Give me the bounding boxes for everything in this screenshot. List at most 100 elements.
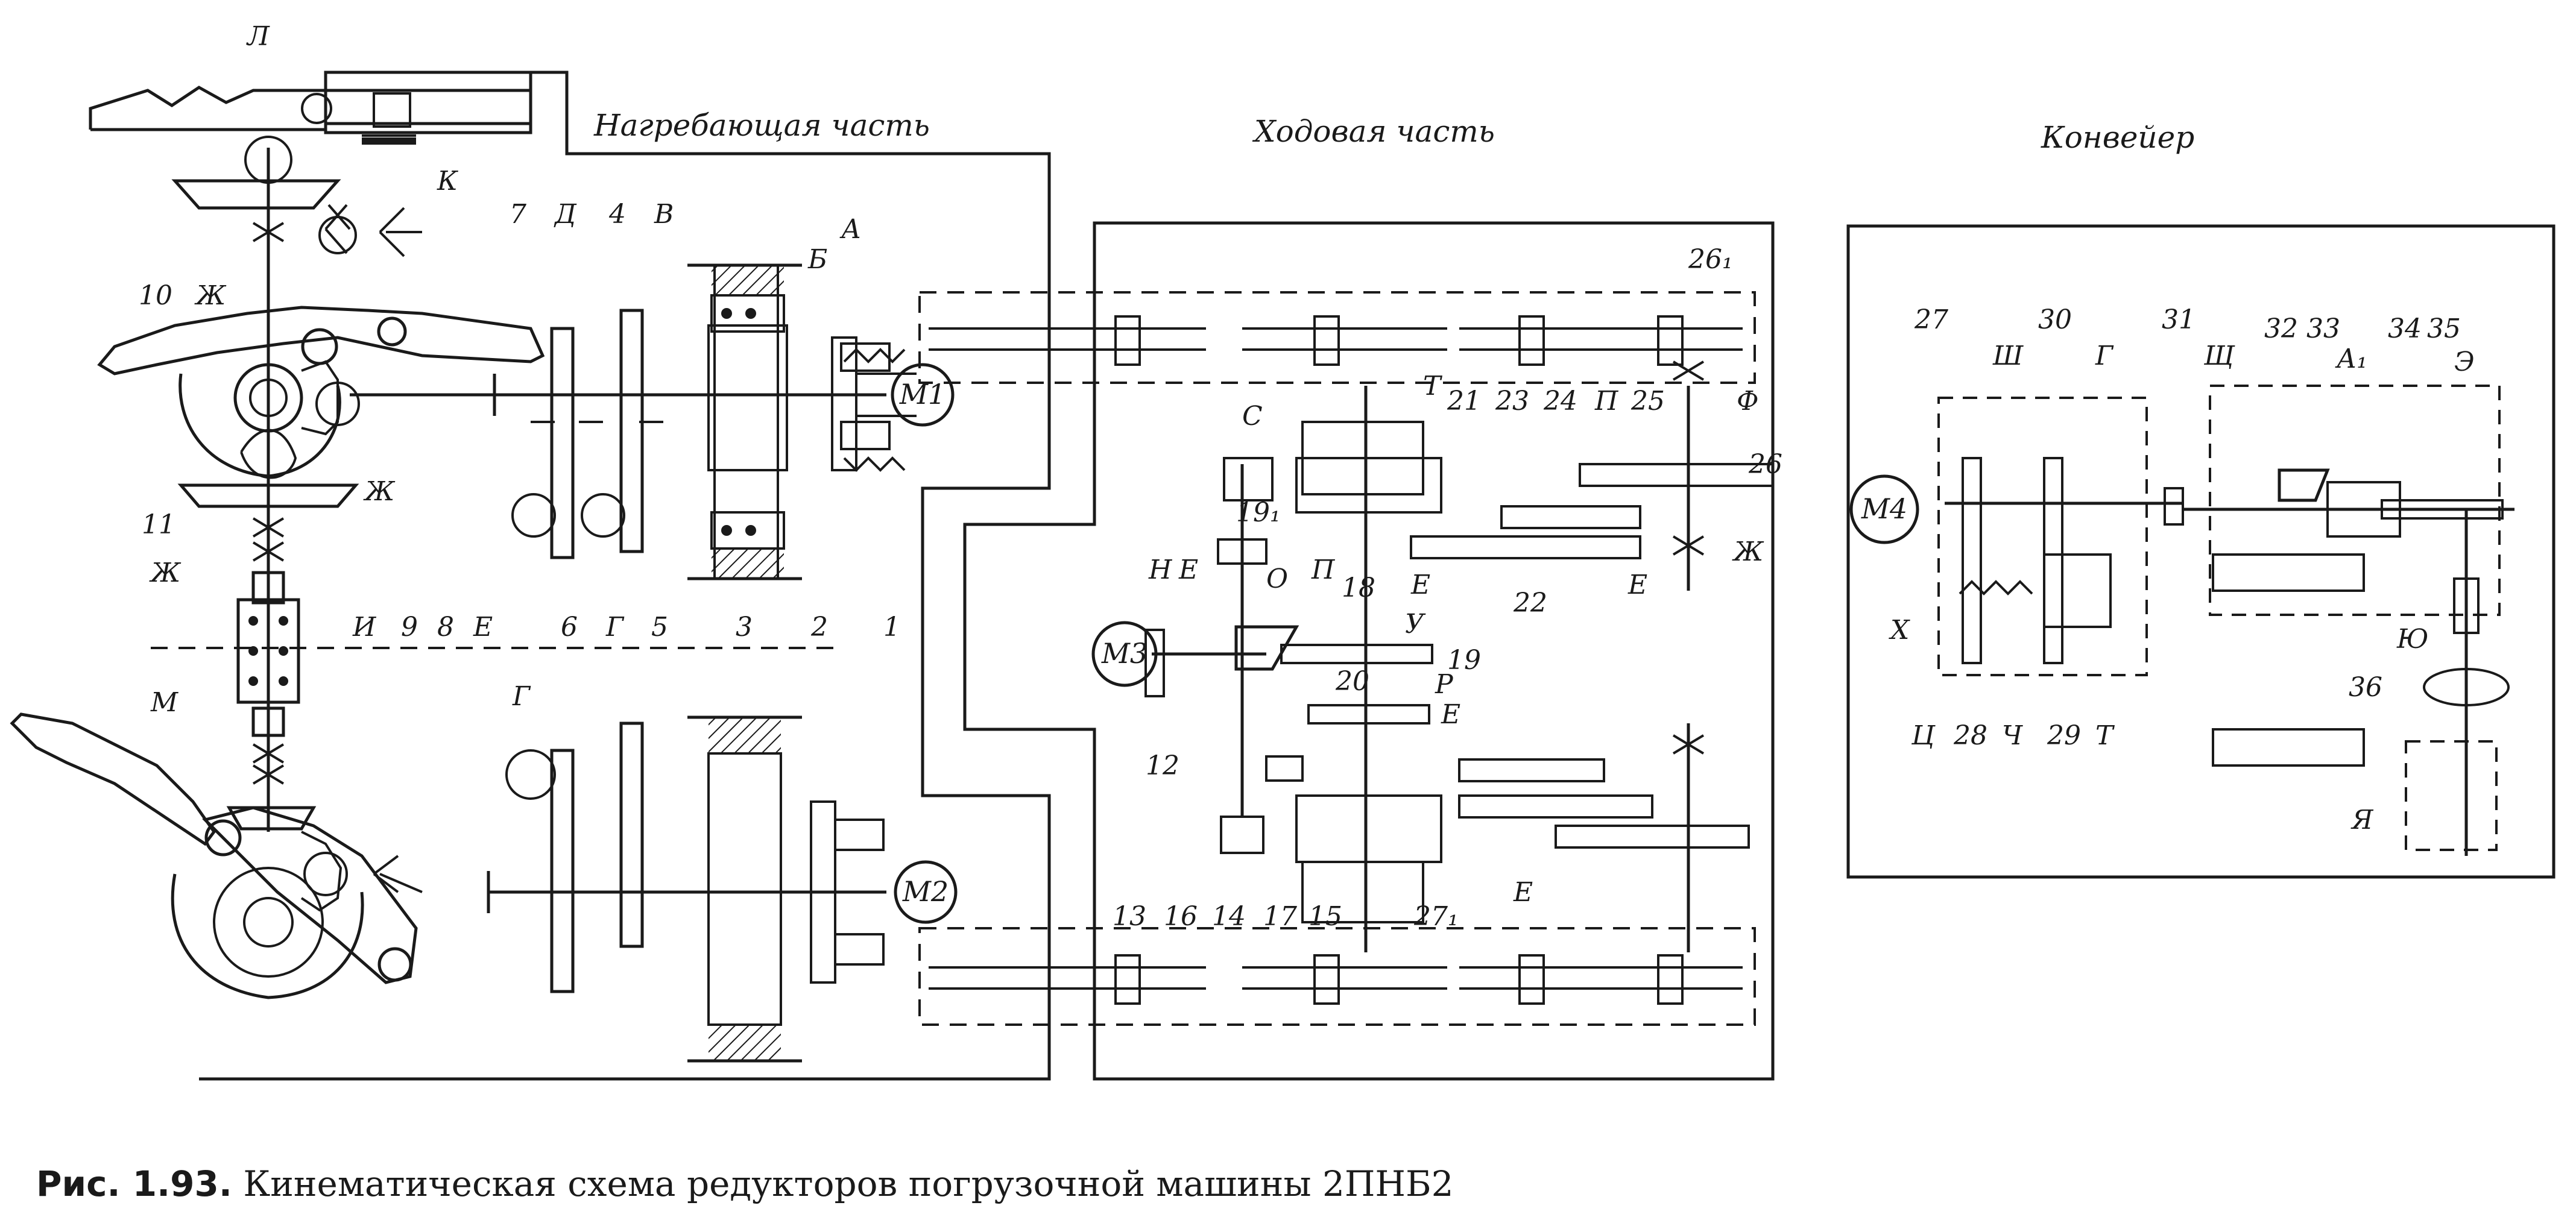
label-Zh-3: Ж xyxy=(149,558,182,588)
label-Zh-1: Ж xyxy=(194,280,227,311)
figure-caption-text: Кинематическая схема редукторов погрузоч… xyxy=(243,1163,1454,1204)
label-16: 16 xyxy=(1164,901,1198,932)
label-Sh: Ш xyxy=(1992,341,2024,371)
label-36: 36 xyxy=(2349,672,2382,703)
label-11: 11 xyxy=(142,509,175,540)
label-T-1: Т xyxy=(1423,371,1443,401)
label-Zh-4: Ж xyxy=(1732,536,1764,567)
travel-gearbox xyxy=(1091,360,1774,952)
label-33: 33 xyxy=(2306,313,2340,344)
label-U: У xyxy=(1405,609,1426,640)
label-S: С xyxy=(1242,401,1263,432)
label-E-2: Е xyxy=(1178,555,1198,585)
label-G-3: Г xyxy=(2095,341,2114,371)
label-Yu: Ю xyxy=(2396,624,2429,655)
loading-part-labels: Л К 10 Ж Ж 11 Ж 7 Д 4 В Б А И 9 8 Е 6 Г … xyxy=(139,21,900,718)
label-H: Н xyxy=(1148,555,1173,585)
label-32: 32 xyxy=(2264,313,2298,344)
label-F: Ф xyxy=(1737,386,1759,417)
label-25: 25 xyxy=(1631,386,1665,417)
label-D: Д xyxy=(554,199,577,230)
label-I: И xyxy=(352,612,377,643)
label-14: 14 xyxy=(1212,901,1246,932)
label-Ya: Я xyxy=(2350,805,2374,835)
label-22: 22 xyxy=(1513,588,1547,618)
label-T-2: Т xyxy=(2095,720,2115,751)
label-B: Б xyxy=(807,244,827,275)
loading-gearbox-top xyxy=(350,263,955,580)
label-E-3: Е xyxy=(1410,570,1430,600)
label-28: 28 xyxy=(1953,720,1987,751)
label-20: 20 xyxy=(1335,666,1369,697)
label-35: 35 xyxy=(2427,313,2461,344)
label-10: 10 xyxy=(139,280,172,311)
label-21: 21 xyxy=(1447,386,1481,417)
label-2: 2 xyxy=(810,612,828,643)
motor-m1-label: М1 xyxy=(899,378,945,410)
travel-section xyxy=(918,221,1775,1081)
label-4: 4 xyxy=(608,199,626,230)
motor-m2-label: М2 xyxy=(902,875,949,908)
label-P-2: П xyxy=(1311,555,1336,585)
label-24: 24 xyxy=(1543,386,1577,417)
travel-part-labels: 26₁ С Т 21 23 24 П 25 Ф 26 19₁ Н Е О П 1… xyxy=(1113,244,1782,932)
label-V: В xyxy=(654,199,674,230)
label-18: 18 xyxy=(1342,573,1375,603)
label-30: 30 xyxy=(2038,304,2072,335)
label-O: О xyxy=(1266,564,1288,594)
label-A: А xyxy=(839,214,861,245)
label-15: 15 xyxy=(1309,901,1342,932)
label-9: 9 xyxy=(401,612,418,643)
label-Ee: Э xyxy=(2454,347,2475,377)
label-X: Х xyxy=(1889,615,1910,646)
motor-m3-label: М3 xyxy=(1101,637,1148,670)
label-E-1: Е xyxy=(473,612,493,643)
label-E-4: Е xyxy=(1627,570,1647,600)
label-29: 29 xyxy=(2047,720,2081,751)
label-13: 13 xyxy=(1113,901,1146,932)
travel-tracks xyxy=(929,315,1743,1005)
label-Ts: Ц xyxy=(1911,720,1936,751)
label-12: 12 xyxy=(1146,750,1179,781)
section-title-travel: Ходовая часть xyxy=(1252,114,1495,149)
conveyor-part-labels: 27 30 31 Ш Г Щ 32 33 А₁ 34 35 Э Х Ц 28 Ч… xyxy=(1889,304,2475,835)
label-19: 19 xyxy=(1447,645,1481,676)
label-G-1: Г xyxy=(605,612,625,643)
label-31: 31 xyxy=(2162,304,2196,335)
label-Zh-2: Ж xyxy=(363,476,396,507)
label-M: М xyxy=(150,687,178,718)
figure-number: Рис. 1.93. xyxy=(36,1163,232,1204)
label-5: 5 xyxy=(651,612,668,643)
label-26-1: 26₁ xyxy=(1688,244,1733,275)
label-26: 26 xyxy=(1748,449,1782,480)
loading-arm-bottom xyxy=(10,712,423,999)
label-17: 17 xyxy=(1263,901,1297,932)
kinematic-diagram: Нагребающая часть Ходовая часть Конвейер… xyxy=(10,21,2555,1081)
motor-m4-label: М4 xyxy=(1861,492,1907,525)
label-E-6: Е xyxy=(1513,877,1533,908)
label-1: 1 xyxy=(883,612,900,643)
label-Ch: Ч xyxy=(2002,720,2023,751)
label-8: 8 xyxy=(437,612,454,643)
label-R: Р xyxy=(1435,669,1454,700)
label-G-2: Г xyxy=(512,681,531,712)
loading-section xyxy=(151,71,1051,1081)
label-23: 23 xyxy=(1495,386,1529,417)
conveyor-section xyxy=(1846,224,2555,879)
loading-gearbox-bottom xyxy=(487,715,958,1063)
loading-arm-top xyxy=(89,71,545,832)
label-Shch: Щ xyxy=(2203,341,2235,371)
label-L: Л xyxy=(246,21,270,52)
label-3: 3 xyxy=(736,612,753,643)
label-E-5: Е xyxy=(1441,699,1460,730)
label-27: 27 xyxy=(1914,304,1948,335)
label-P-1: П xyxy=(1594,386,1619,417)
label-19-1: 19₁ xyxy=(1236,497,1281,528)
label-27-1: 27₁ xyxy=(1413,901,1459,932)
section-title-loading: Нагребающая часть xyxy=(593,108,930,143)
label-7: 7 xyxy=(510,199,526,230)
section-title-conveyor: Конвейер xyxy=(2041,120,2194,155)
label-A-1: А₁ xyxy=(2335,344,2367,374)
figure-caption: Рис. 1.93. Кинематическая схема редуктор… xyxy=(36,1163,2539,1204)
label-K: К xyxy=(437,166,458,196)
